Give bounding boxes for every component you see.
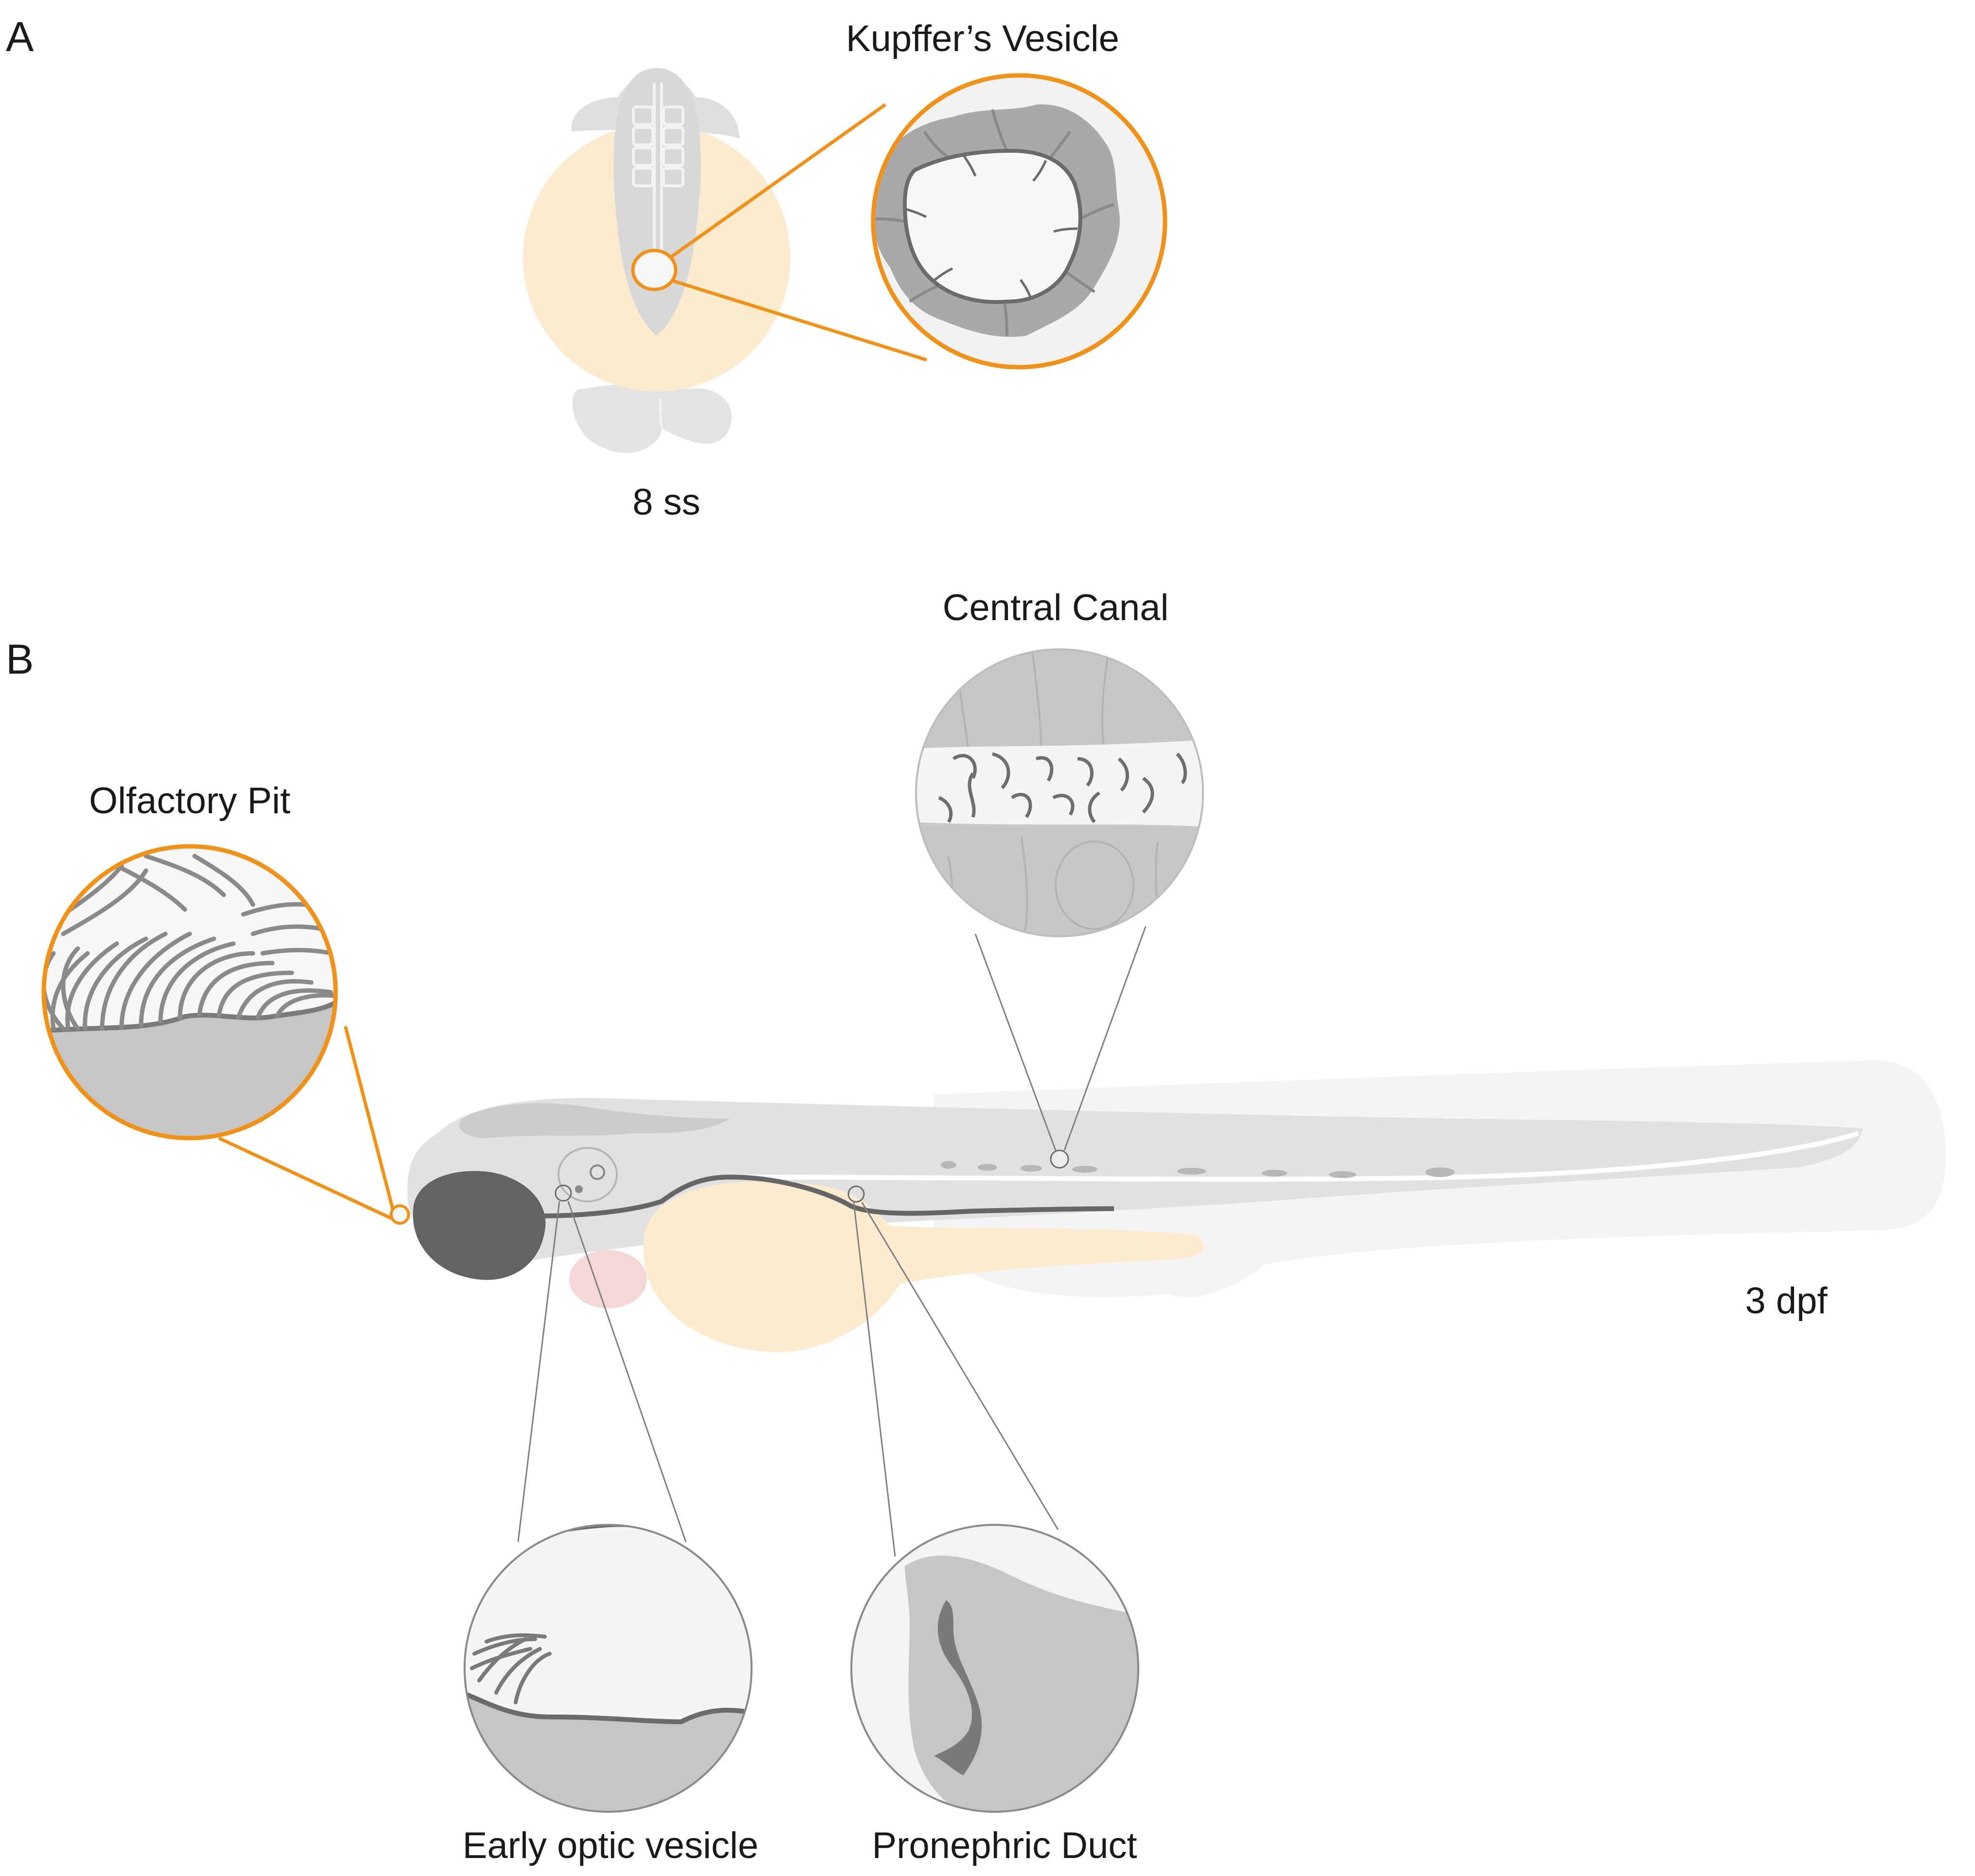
central-canal-inset bbox=[915, 648, 1204, 937]
central-canal-lumen bbox=[916, 739, 1203, 827]
panel-a: A bbox=[6, 14, 1167, 523]
central-canal-marker bbox=[1050, 1149, 1069, 1169]
callout-lines-gray bbox=[517, 926, 1147, 1557]
optic-vesicle-marker bbox=[555, 1184, 572, 1202]
olfactory-epithelium-line bbox=[44, 990, 336, 1034]
panel-b: B bbox=[6, 587, 1946, 1866]
central-canal-cilia bbox=[938, 752, 1187, 823]
embryo-8ss bbox=[523, 68, 790, 453]
central-canal-title: Central Canal bbox=[943, 587, 1169, 628]
pronephric-duct-inset bbox=[850, 1524, 1139, 1813]
olfactory-pit-inset bbox=[41, 844, 338, 1141]
panel-a-letter: A bbox=[6, 14, 34, 60]
olfactory-pit-title: Olfactory Pit bbox=[89, 780, 290, 822]
notochord bbox=[729, 1131, 1859, 1182]
optic-vesicle-epithelium bbox=[465, 1690, 750, 1725]
olfactory-pit-marker bbox=[390, 1204, 410, 1225]
kupffers-vesicle-inset bbox=[871, 73, 1167, 370]
panel-b-letter: B bbox=[6, 636, 34, 683]
stage-label-3dpf: 3 dpf bbox=[1745, 1280, 1828, 1322]
heart bbox=[569, 1250, 647, 1308]
embryo-head-lobes bbox=[572, 383, 732, 453]
kv-lumen bbox=[902, 148, 1082, 304]
kupffers-vesicle-marker bbox=[631, 249, 678, 291]
yolk-3dpf bbox=[643, 1181, 1205, 1352]
pronephric-duct-title: Pronephric Duct bbox=[872, 1825, 1137, 1866]
optic-vesicle-cilia bbox=[470, 1633, 552, 1704]
eye bbox=[413, 1171, 546, 1280]
pronephric-duct-cilia bbox=[934, 1600, 982, 1775]
kv-inset-title: Kupffer’s Vesicle bbox=[846, 18, 1119, 59]
pronephric-duct-marker bbox=[847, 1185, 865, 1203]
head-pigment bbox=[459, 1103, 730, 1138]
kv-callout-lines bbox=[670, 103, 928, 362]
spinal-cord-marks bbox=[941, 1161, 1454, 1178]
stage-label-8ss: 8 ss bbox=[632, 482, 700, 523]
callout-lines-orange bbox=[218, 1026, 395, 1220]
embryo-head-outline bbox=[659, 398, 663, 429]
somites bbox=[632, 83, 684, 272]
otic-vesicle bbox=[557, 1147, 618, 1202]
pronephric-duct bbox=[539, 1174, 1114, 1218]
optic-vesicle-inset bbox=[464, 1524, 753, 1813]
larva-3dpf bbox=[390, 1060, 1946, 1352]
optic-vesicle-title: Early optic vesicle bbox=[463, 1825, 758, 1866]
